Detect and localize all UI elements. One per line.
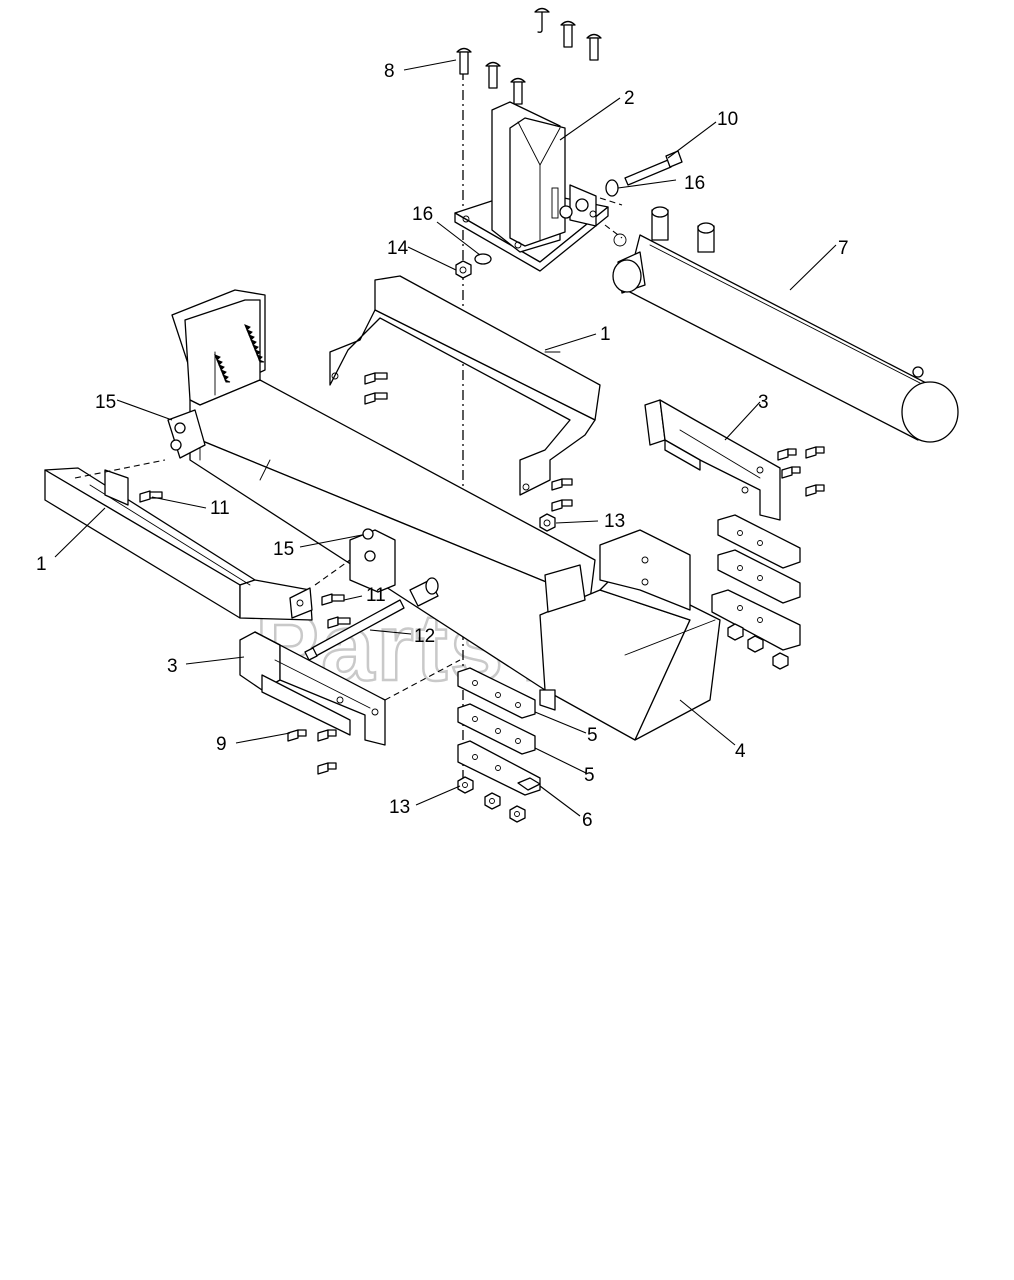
part-6-strip <box>457 740 541 796</box>
callout-12: 12 <box>414 626 435 647</box>
callout-6: 6 <box>582 810 593 831</box>
callout-13: 13 <box>389 797 410 818</box>
bolts-upper-cover <box>364 372 573 512</box>
part-13-nut-upper <box>539 513 556 532</box>
carriage-bolt <box>534 7 550 33</box>
part-7-hydraulic-cylinder <box>604 206 959 443</box>
main-beam-frame <box>167 289 621 691</box>
callout-10: 10 <box>717 109 738 130</box>
callout-15: 15 <box>95 392 116 413</box>
wear-plates-right <box>711 514 801 651</box>
part-4-foot-plate <box>539 529 721 741</box>
callout-3: 3 <box>758 392 769 413</box>
part-2-wedge-assembly <box>454 101 609 272</box>
part-11-bolt-upper <box>139 490 163 503</box>
callout-3: 3 <box>167 656 178 677</box>
callout-11: 11 <box>210 498 230 519</box>
part-1-lower-cover <box>44 467 313 621</box>
callout-4: 4 <box>735 741 746 762</box>
part-3-upper-bracket <box>644 399 781 521</box>
part-12-pin <box>304 577 439 661</box>
part-15-bracket <box>314 528 396 593</box>
bolts-upper-bracket <box>777 446 825 497</box>
callout-7: 7 <box>838 238 849 259</box>
callout-1: 1 <box>36 554 47 575</box>
callout-5: 5 <box>584 765 595 786</box>
carriage-bolt <box>586 33 602 61</box>
part-11-bolt-lower <box>321 593 351 629</box>
carriage-bolt-8 <box>456 47 472 75</box>
callout-5: 5 <box>587 725 598 746</box>
part-1-upper-cover <box>329 275 601 496</box>
part-13-nuts-lower <box>457 776 526 823</box>
top-carriage-bolts <box>456 7 602 105</box>
callout-9: 9 <box>216 734 227 755</box>
carriage-bolt <box>510 77 526 105</box>
part-3-lower-bracket <box>239 631 461 746</box>
carriage-bolt <box>485 61 501 89</box>
part-16-washer-lower <box>474 253 492 265</box>
part-9-bolts <box>287 729 337 775</box>
callout-16: 16 <box>684 173 705 194</box>
leader-lines <box>54 59 837 817</box>
part-5-strip-lower <box>457 703 536 755</box>
callout-15: 15 <box>273 539 294 560</box>
part-14-nut <box>455 260 472 279</box>
carriage-bolt <box>560 20 576 48</box>
part-5-strip-upper <box>457 667 536 719</box>
part-16-washer-upper <box>605 179 619 197</box>
callout-labels: 8 2 10 16 16 14 7 1 3 15 11 13 1 15 11 1… <box>36 61 849 831</box>
callout-1: 1 <box>600 324 611 345</box>
callout-14: 14 <box>387 238 409 259</box>
part-10-pin <box>624 150 683 186</box>
callout-2: 2 <box>624 88 635 109</box>
callout-11: 11 <box>366 585 386 606</box>
nuts-right <box>727 623 789 670</box>
callout-16: 16 <box>412 204 433 225</box>
callout-8: 8 <box>384 61 395 82</box>
callout-13: 13 <box>604 511 625 532</box>
